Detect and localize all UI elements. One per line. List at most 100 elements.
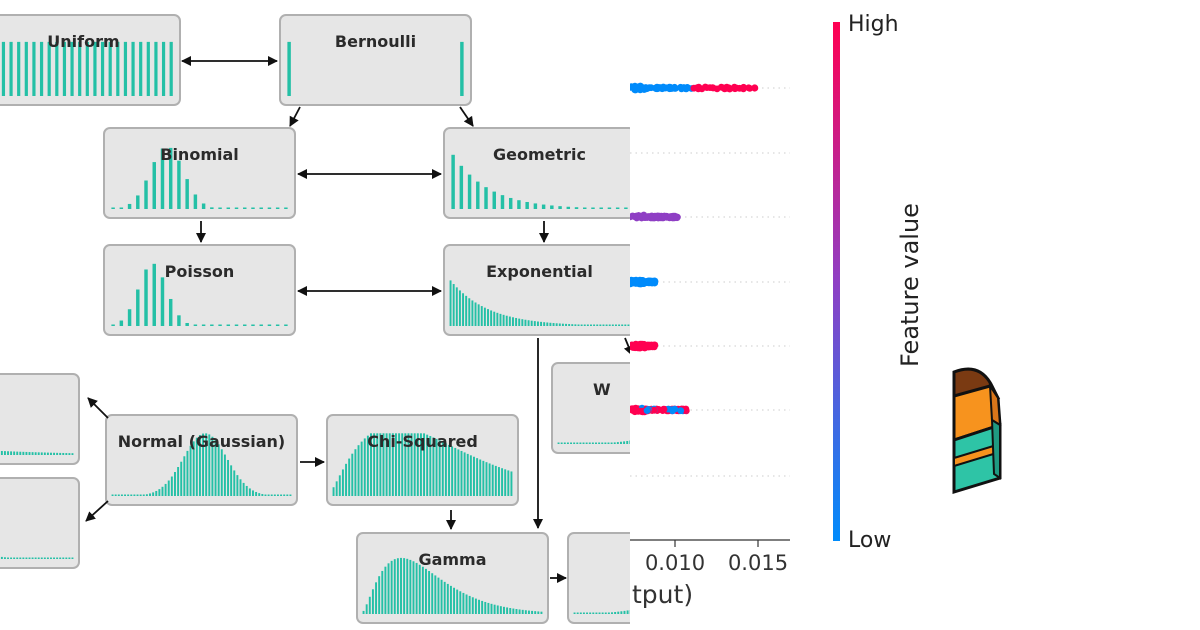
histogram-bar	[34, 452, 37, 455]
histogram-bar	[136, 289, 140, 326]
histogram-bar	[421, 566, 424, 614]
histogram-bar	[460, 450, 463, 496]
histogram-bar	[599, 207, 603, 209]
histogram-bar	[492, 191, 496, 209]
histogram-bar	[531, 610, 534, 614]
histogram-bar	[193, 194, 198, 209]
histogram-bar	[160, 148, 165, 209]
histogram-bar	[0, 556, 3, 559]
histogram-bar	[613, 442, 616, 444]
histogram-bar	[34, 557, 37, 559]
shap-row-points	[630, 276, 659, 288]
histogram-bar	[174, 471, 176, 496]
histogram-bar	[139, 41, 143, 96]
distribution-node-chisquared: Chi-Squared	[326, 414, 519, 506]
histogram-bar	[396, 558, 399, 614]
histogram-bar	[17, 41, 21, 96]
histogram-bar	[589, 612, 592, 614]
histogram-bar	[493, 604, 496, 614]
histogram-bar	[177, 315, 181, 326]
histogram-bar	[230, 465, 233, 496]
histogram-bar	[70, 41, 74, 96]
histogram-bar	[218, 324, 222, 326]
histogram-bar	[13, 557, 16, 559]
histogram-bar	[280, 494, 283, 496]
distribution-node-gamma: Gamma	[356, 532, 549, 624]
histogram-bar	[574, 324, 577, 326]
histogram-bar	[43, 452, 46, 455]
histogram-bar	[611, 612, 613, 614]
histogram-bar	[490, 310, 493, 326]
histogram-bar	[55, 41, 59, 96]
shap-point	[751, 84, 759, 92]
colorbar-low-label: Low	[848, 528, 892, 553]
histogram-bar	[527, 320, 530, 326]
histogram-bar	[116, 41, 120, 96]
histogram-bar	[601, 442, 604, 444]
histogram-bar	[448, 444, 450, 496]
histogram-bar	[595, 612, 598, 614]
histogram-bar	[451, 446, 454, 496]
shap-point	[740, 85, 747, 93]
distribution-node-normal: Normal (Gaussian)	[105, 414, 298, 506]
histogram-bar	[521, 609, 524, 614]
histogram-bar	[561, 323, 564, 326]
histogram-bar	[7, 557, 9, 559]
histogram-bar	[32, 41, 36, 96]
histogram-bar	[127, 309, 132, 326]
histogram-bar	[509, 608, 512, 614]
histogram-bar	[493, 311, 496, 326]
shap-point	[643, 407, 651, 414]
histogram-bar	[341, 469, 344, 496]
histogram-bar	[614, 324, 617, 326]
distribution-histogram	[111, 263, 288, 326]
shap-row-points	[630, 82, 759, 94]
histogram-bar	[518, 609, 521, 614]
histogram-bar	[131, 41, 135, 96]
histogram-bar	[382, 433, 385, 496]
histogram-bar	[477, 304, 480, 326]
logo-fragment	[940, 0, 1200, 630]
histogram-bar	[284, 324, 288, 326]
distribution-node-label: Chi-Squared	[367, 432, 478, 451]
histogram-bar	[428, 571, 431, 614]
histogram-bar	[437, 577, 440, 614]
histogram-bar	[426, 434, 429, 496]
histogram-bar	[19, 557, 22, 559]
histogram-bar	[604, 442, 607, 444]
histogram-bar	[139, 494, 142, 496]
histogram-bar	[491, 464, 494, 496]
histogram-bar	[56, 557, 59, 559]
shap-point	[690, 84, 698, 92]
histogram-bar	[264, 494, 267, 496]
histogram-bar	[418, 564, 421, 614]
histogram-bar	[120, 494, 123, 496]
histogram-bar	[583, 207, 587, 209]
histogram-bar	[503, 606, 505, 614]
histogram-bar	[100, 41, 105, 96]
histogram-bar	[456, 589, 459, 614]
histogram-bar	[454, 447, 457, 496]
histogram-bar	[119, 320, 124, 326]
histogram-bar	[53, 452, 55, 455]
histogram-bar	[465, 594, 468, 614]
histogram-bar	[136, 195, 140, 209]
shap-point	[647, 278, 655, 286]
histogram-bar	[37, 452, 40, 455]
histogram-bar	[108, 41, 112, 96]
histogram-bar	[9, 41, 13, 96]
histogram-bar	[467, 174, 472, 209]
histogram-bar	[579, 612, 582, 614]
histogram-bar	[385, 433, 388, 496]
histogram-bar	[449, 585, 452, 614]
shap-point	[635, 407, 643, 415]
histogram-bar	[239, 479, 242, 496]
histogram-bar	[161, 486, 164, 496]
histogram-bar	[251, 324, 255, 326]
histogram-bar	[500, 195, 505, 209]
histogram-bar	[170, 476, 173, 496]
histogram-bar	[483, 307, 486, 326]
distribution-node-label: Bernoulli	[334, 32, 417, 51]
histogram-bar	[481, 600, 484, 614]
histogram-bar	[496, 312, 499, 326]
